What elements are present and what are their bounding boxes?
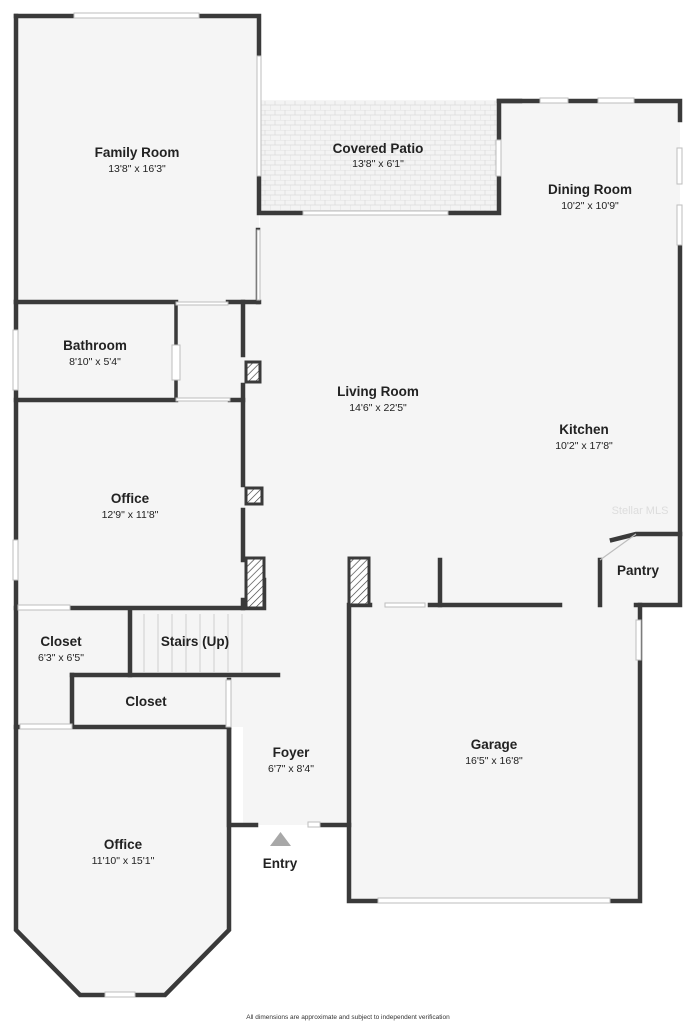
kitchen-name: Kitchen — [559, 422, 609, 437]
living-room-dims: 14'6" x 22'5" — [349, 402, 407, 414]
hatched-columns — [244, 360, 371, 610]
disclaimer: All dimensions are approximate and subje… — [246, 1014, 450, 1021]
stairs-name: Stairs (Up) — [161, 634, 229, 649]
covered-patio-paving — [260, 101, 499, 213]
closet-dims: 6'3" x 6'5" — [38, 652, 84, 664]
garage-name: Garage — [471, 737, 518, 752]
garage-dims: 16'5" x 16'8" — [465, 755, 523, 767]
office-name: Office — [111, 491, 150, 506]
stairs-treads — [143, 614, 243, 672]
watermark: Stellar MLS — [612, 505, 669, 517]
closet-2-name: Closet — [125, 694, 167, 709]
dining-room-name: Dining Room — [548, 182, 632, 197]
family-room-name: Family Room — [95, 145, 180, 160]
covered-patio-dims: 13'8" x 6'1" — [352, 158, 404, 170]
windows — [12, 12, 683, 998]
office-dims: 12'9" x 11'8" — [102, 509, 159, 521]
entry-arrow-icon — [270, 832, 291, 846]
entry-label: Entry — [263, 856, 298, 871]
family-room-dims: 13'8" x 16'3" — [108, 163, 166, 175]
pantry-name: Pantry — [617, 563, 660, 578]
walls — [13, 13, 683, 998]
office-2-name: Office — [104, 837, 143, 852]
dining-room-dims: 10'2" x 10'9" — [561, 200, 619, 212]
office-2-dims: 11'10" x 15'1" — [92, 855, 155, 867]
foyer-name: Foyer — [273, 745, 311, 760]
foyer-dims: 6'7" x 8'4" — [268, 763, 314, 775]
closet-name: Closet — [40, 634, 82, 649]
pantry-door — [599, 533, 637, 561]
kitchen-dims: 10'2" x 17'8" — [555, 440, 613, 452]
floor-areas — [16, 16, 680, 995]
living-room-name: Living Room — [337, 384, 419, 399]
bathroom-dims: 8'10" x 5'4" — [69, 356, 121, 368]
bathroom-name: Bathroom — [63, 338, 127, 353]
covered-patio-name: Covered Patio — [333, 141, 424, 156]
room-labels: Family Room 13'8" x 16'3" Covered Patio … — [38, 141, 659, 871]
